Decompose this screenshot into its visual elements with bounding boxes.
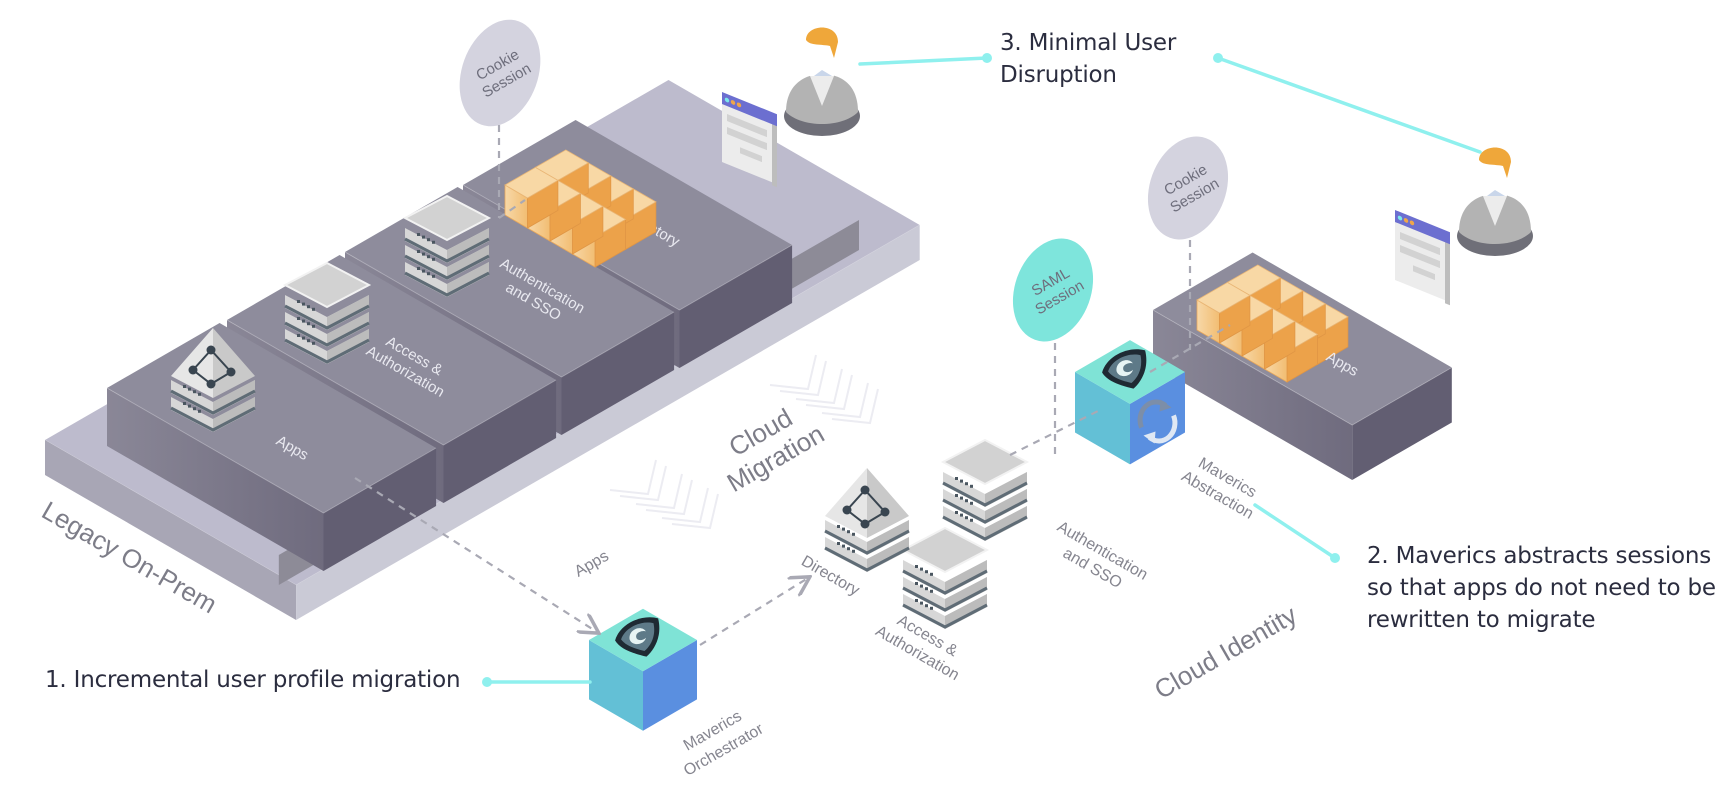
callout-2-dot bbox=[1330, 553, 1340, 563]
legacy-cookie-session-bubble: CookieSession bbox=[459, 19, 541, 127]
legacy-authn-block-top-face bbox=[345, 187, 675, 377]
legacy-access-block-right-face bbox=[443, 380, 557, 503]
legacy-browser-icon bbox=[722, 92, 777, 188]
maverics-abstraction-cube bbox=[1075, 340, 1185, 465]
legacy-directory-block-right-face bbox=[323, 448, 437, 571]
migration-chevrons bbox=[609, 354, 879, 530]
maverics-shield-icon bbox=[1102, 349, 1147, 389]
legacy-access-block-top-face bbox=[227, 255, 557, 445]
legacy-cookie-to-apps-line bbox=[498, 199, 526, 219]
legacy-authn-block-right-face bbox=[561, 312, 675, 435]
cloud-directory-icon bbox=[824, 468, 910, 572]
maverics-abstraction-label: MavericsAbstraction bbox=[1178, 451, 1266, 523]
sync-icon bbox=[1137, 399, 1178, 444]
cloud-apps-block-left-face bbox=[1153, 310, 1353, 480]
callout-session-abstraction: 2. Maverics abstracts sessions so that a… bbox=[1367, 543, 1716, 633]
callout-incremental-migration: 1. Incremental user profile migration bbox=[45, 667, 461, 693]
legacy-authn-icon bbox=[402, 194, 492, 297]
legacy-app-boxes-icon bbox=[504, 149, 657, 268]
orchestrator-to-directory-arrow bbox=[699, 578, 808, 646]
legacy-directory-icon bbox=[170, 328, 256, 432]
callout-3-left-line bbox=[858, 56, 989, 66]
authn-to-abstraction-line bbox=[1009, 409, 1101, 456]
migration-dashed-arrow bbox=[354, 477, 597, 632]
maverics-orchestrator-cube bbox=[589, 608, 697, 731]
legacy-base-right-face bbox=[296, 225, 920, 620]
legacy-base-front-face bbox=[45, 440, 297, 620]
callout-3-right-dot bbox=[1213, 53, 1223, 63]
cloud-access-icon bbox=[900, 526, 990, 629]
cloud-browser-icon bbox=[1395, 210, 1450, 306]
connector-lines bbox=[354, 53, 1482, 687]
legacy-apps-block-right-face bbox=[679, 245, 793, 368]
cloud-apps-block-right-face bbox=[1352, 367, 1452, 480]
maverics-shield-icon bbox=[615, 617, 660, 657]
legacy-user-icon bbox=[784, 27, 860, 136]
chevrons-upper bbox=[769, 354, 879, 425]
callout-1-dot bbox=[482, 677, 492, 687]
maverics-orchestrator-label: MavericsOrchestrator bbox=[670, 701, 767, 780]
cloud-authn-label: Authenticationand SSO bbox=[1044, 518, 1150, 601]
small-apps-label: Apps bbox=[572, 548, 612, 581]
cloud-cookie-session-bubble: CookieSession bbox=[1147, 136, 1229, 240]
saml-session-bubble: SAMLSession bbox=[1012, 238, 1094, 342]
legacy-access-icon bbox=[282, 261, 372, 364]
callout-2-line bbox=[1253, 503, 1337, 560]
cloud-user-icon bbox=[1457, 147, 1533, 256]
cloud-migration-label: CloudMigration bbox=[707, 392, 830, 497]
chevrons-lower bbox=[609, 459, 719, 530]
cloud-identity-label: Cloud Identity bbox=[1149, 599, 1302, 704]
legacy-directory-block-left-face bbox=[107, 388, 324, 571]
abstraction-to-apps-line bbox=[1149, 324, 1231, 373]
callout-minimal-disruption: 3. Minimal User Disruption bbox=[1000, 30, 1177, 88]
cloud-app-boxes-icon bbox=[1196, 264, 1349, 383]
cloud-authn-icon bbox=[940, 438, 1030, 541]
callout-3-right-line bbox=[1216, 56, 1482, 154]
callout-3-left-dot bbox=[982, 53, 992, 63]
